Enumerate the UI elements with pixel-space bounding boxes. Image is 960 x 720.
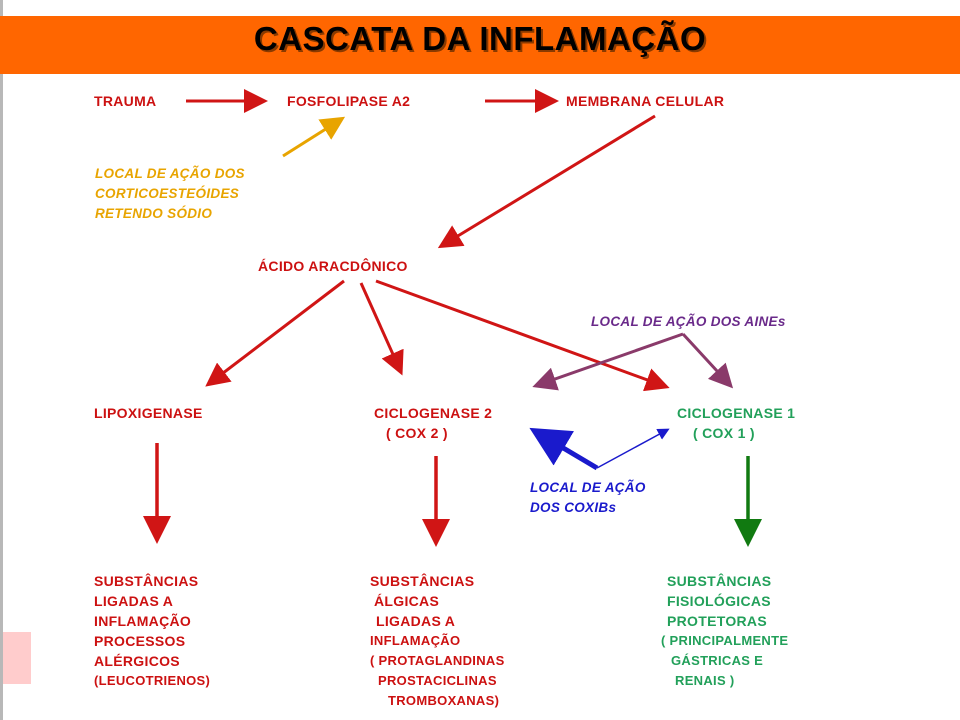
annotation-coxibs-line: DOS COXIBs xyxy=(530,500,617,515)
arrow-aines-cox1 xyxy=(681,332,734,389)
outcome-line: PROTETORAS xyxy=(667,613,767,629)
node-acido-aracdonico: ÁCIDO ARACDÔNICO xyxy=(258,258,408,274)
outcome-cox2: SUBSTÂNCIAS ÁLGICAS LIGADAS A INFLAMAÇÃO… xyxy=(370,571,505,711)
outcome-line: (LEUCOTRIENOS) xyxy=(94,673,211,688)
annotation-aines: LOCAL DE AÇÃO DOS AINEs xyxy=(591,314,786,329)
outcome-line: INFLAMAÇÃO xyxy=(370,633,461,648)
node-cox2-abbr: ( COX 2 ) xyxy=(386,425,448,441)
node-membrana: MEMBRANA CELULAR xyxy=(566,93,725,109)
outcome-line: GÁSTRICAS E xyxy=(671,653,764,668)
outcome-line: PROCESSOS xyxy=(94,633,186,649)
node-cox2: CICLOGENASE 2 ( COX 2 ) xyxy=(374,403,492,443)
outcome-line: SUBSTÂNCIAS xyxy=(94,573,199,589)
outcome-line: LIGADAS A xyxy=(94,593,174,609)
outcome-line: SUBSTÂNCIAS xyxy=(370,573,475,589)
arrow-coxibs-cox2 xyxy=(529,427,599,471)
annotation-corticoides-line: RETENDO SÓDIO xyxy=(95,206,213,221)
outcome-line: INFLAMAÇÃO xyxy=(94,613,192,629)
arrow-acido-lipoxigenase xyxy=(205,279,345,387)
outcome-line: ( PROTAGLANDINAS xyxy=(370,653,505,668)
node-cox1-abbr: ( COX 1 ) xyxy=(693,425,755,441)
annotation-coxibs: LOCAL DE AÇÃO DOS COXIBs xyxy=(530,478,646,518)
annotation-corticoides-line: CORTICOESTEÓIDES xyxy=(95,186,240,201)
outcome-line: LIGADAS A xyxy=(376,613,456,629)
node-cox1: CICLOGENASE 1 ( COX 1 ) xyxy=(677,403,795,443)
annotation-coxibs-line: LOCAL DE AÇÃO xyxy=(530,480,646,495)
arrow-coxibs-cox1 xyxy=(596,428,670,469)
node-cox2-name: CICLOGENASE 2 xyxy=(374,405,493,421)
arrow-membrana-acido xyxy=(437,114,656,249)
annotation-corticoides-line: LOCAL DE AÇÃO DOS xyxy=(95,166,245,181)
outcome-line: TROMBOXANAS) xyxy=(388,693,500,708)
node-cox1-name: CICLOGENASE 1 xyxy=(677,405,796,421)
decorative-pink-block xyxy=(3,632,31,684)
outcome-cox1: SUBSTÂNCIAS FISIOLÓGICAS PROTETORAS ( PR… xyxy=(661,571,788,691)
outcome-line: FISIOLÓGICAS xyxy=(667,593,771,609)
annotation-corticoides: LOCAL DE AÇÃO DOS CORTICOESTEÓIDES RETEN… xyxy=(95,164,245,224)
outcome-line: SUBSTÂNCIAS xyxy=(667,573,772,589)
node-fosfolipase: FOSFOLIPASE A2 xyxy=(287,93,411,109)
slide-title: CASCATA DA INFLAMAÇÃO xyxy=(253,20,707,57)
node-trauma: TRAUMA xyxy=(94,93,157,109)
arrow-corticoides xyxy=(282,116,346,158)
outcome-line: RENAIS ) xyxy=(675,673,735,688)
node-lipoxigenase: LIPOXIGENASE xyxy=(94,405,203,421)
title-banner xyxy=(0,16,960,74)
arrow-acido-cox2 xyxy=(359,282,404,376)
outcome-line: ÁLGICAS xyxy=(374,593,440,609)
arrow-acido-cox1 xyxy=(375,279,670,392)
arrow-aines-cox2 xyxy=(532,332,684,391)
outcome-line: PROSTACICLINAS xyxy=(378,673,497,688)
outcome-line: ( PRINCIPALMENTE xyxy=(661,633,789,648)
outcome-line: ALÉRGICOS xyxy=(94,653,180,669)
left-border xyxy=(0,0,3,720)
outcome-lipoxigenase: SUBSTÂNCIAS LIGADAS A INFLAMAÇÃO PROCESS… xyxy=(94,571,210,691)
